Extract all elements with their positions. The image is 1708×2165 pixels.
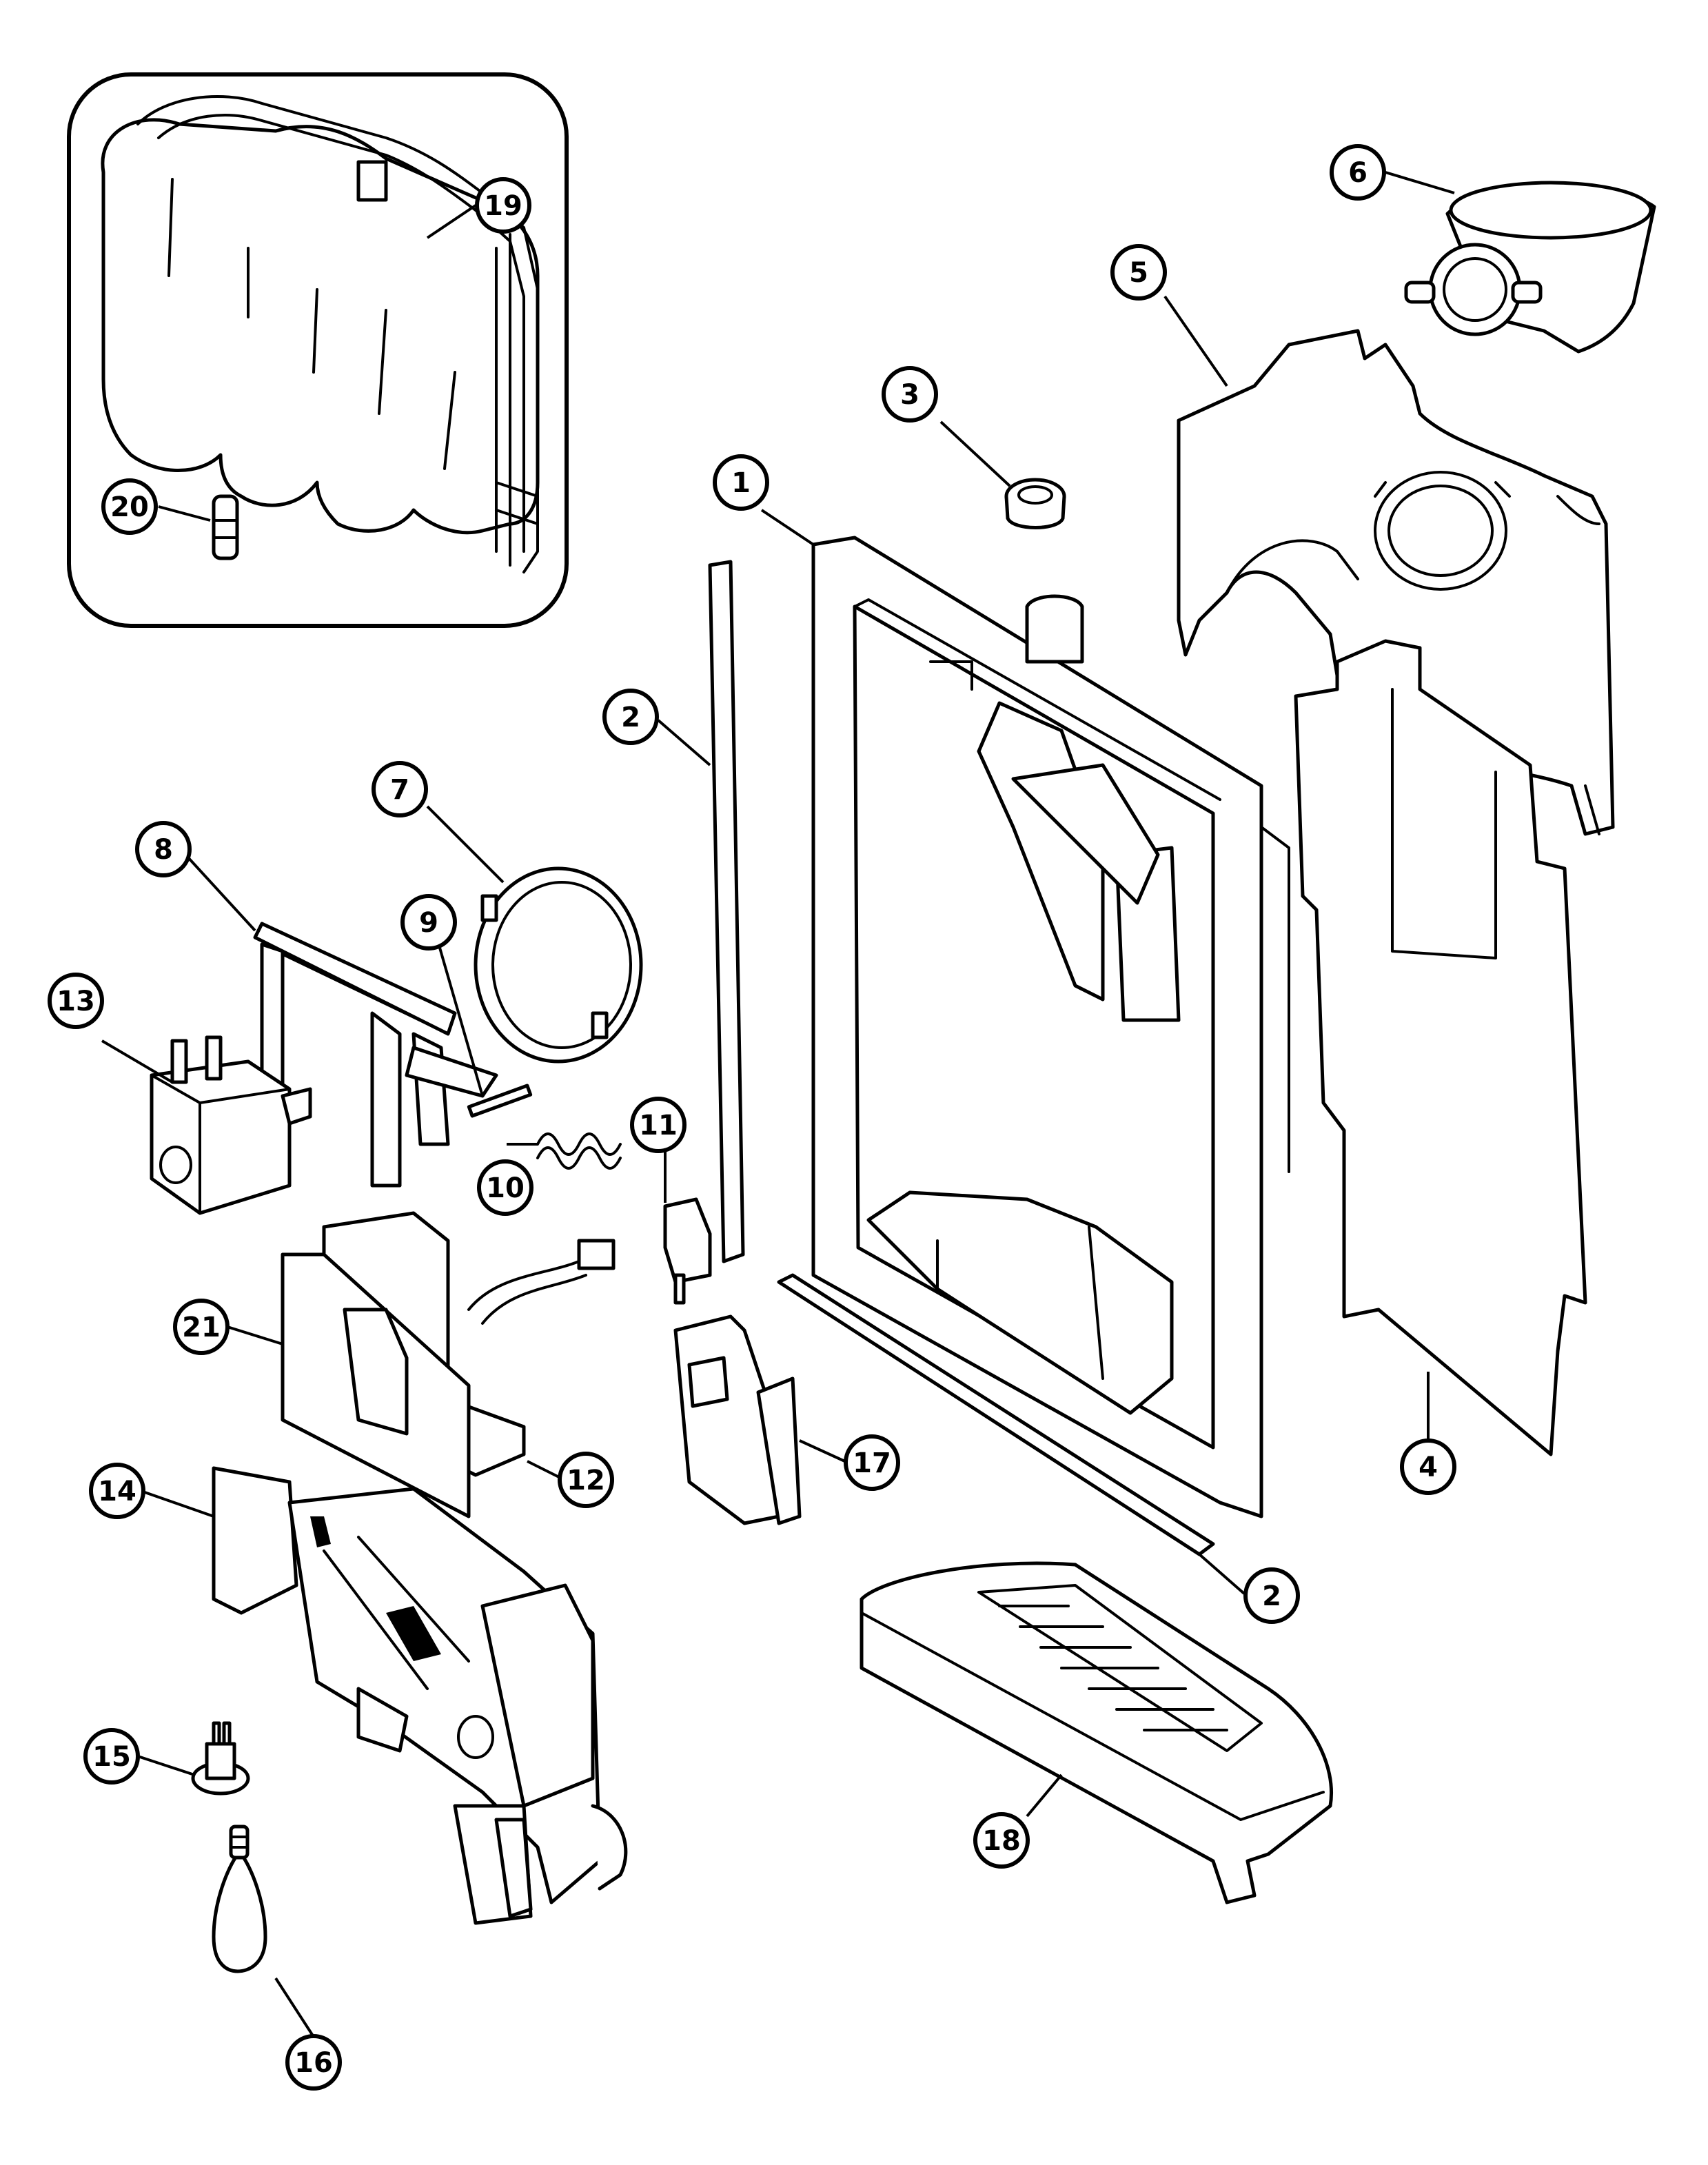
leader-2b xyxy=(1198,1553,1246,1595)
callout-14: 14 xyxy=(89,1463,145,1519)
svg-text:5: 5 xyxy=(1129,257,1148,289)
callout-2-bottom: 2 xyxy=(1243,1567,1300,1624)
part-16-bulb xyxy=(212,1825,267,1973)
svg-text:16: 16 xyxy=(294,2047,333,2079)
part-18-drip-tray xyxy=(860,1561,1333,1904)
leader-14 xyxy=(144,1491,214,1518)
callout-2-top: 2 xyxy=(602,689,659,745)
part-19-coil xyxy=(101,95,540,573)
part-10-spring xyxy=(536,1132,622,1170)
leader-1 xyxy=(760,509,815,546)
leader-7 xyxy=(426,805,505,884)
part-2-horizontal-strip xyxy=(777,1273,1215,1556)
callout-10: 10 xyxy=(477,1159,533,1216)
part-3-plug xyxy=(1004,478,1066,529)
leader-21 xyxy=(227,1325,283,1345)
callout-17: 17 xyxy=(844,1434,900,1491)
svg-text:3: 3 xyxy=(900,379,919,411)
part-5-liner xyxy=(1177,329,1615,836)
callout-13: 13 xyxy=(48,973,104,1029)
callout-8: 8 xyxy=(135,821,192,877)
svg-text:7: 7 xyxy=(390,774,409,806)
svg-text:17: 17 xyxy=(853,1447,891,1479)
part-4-insulation xyxy=(1294,639,1587,1456)
svg-text:13: 13 xyxy=(57,986,95,1017)
leader-15 xyxy=(137,1755,195,1776)
leader-20 xyxy=(158,505,211,522)
leader-3 xyxy=(939,420,1011,487)
part-21-overlay-panel xyxy=(281,1252,471,1518)
leader-12 xyxy=(527,1460,562,1480)
svg-text:14: 14 xyxy=(98,1476,136,1507)
leader-18 xyxy=(1026,1773,1063,1818)
svg-text:6: 6 xyxy=(1348,157,1368,189)
leader-17 xyxy=(799,1439,848,1464)
part-1-housing xyxy=(811,536,1290,1518)
svg-text:10: 10 xyxy=(486,1172,525,1204)
svg-text:19: 19 xyxy=(484,190,522,222)
callout-15: 15 xyxy=(83,1728,140,1785)
callout-21: 21 xyxy=(173,1299,230,1355)
callout-19: 19 xyxy=(475,177,531,234)
leader-2a xyxy=(657,719,711,766)
svg-text:4: 4 xyxy=(1419,1452,1438,1483)
part-7-flap xyxy=(474,866,643,1064)
callout-12: 12 xyxy=(558,1452,614,1508)
part-17-cover xyxy=(673,1314,802,1525)
svg-text:2: 2 xyxy=(621,702,640,733)
svg-text:8: 8 xyxy=(154,834,173,866)
callout-9: 9 xyxy=(400,894,457,951)
callout-11: 11 xyxy=(630,1097,687,1153)
part-9-pin xyxy=(467,1084,533,1118)
callout-18: 18 xyxy=(973,1812,1030,1869)
svg-text:15: 15 xyxy=(92,1741,131,1773)
part-15-knob xyxy=(191,1721,250,1796)
callout-20: 20 xyxy=(101,478,158,535)
callout-6: 6 xyxy=(1330,144,1386,201)
leader-6 xyxy=(1385,171,1455,194)
part-6-chute xyxy=(1404,181,1656,354)
part-14-dispenser-assembly xyxy=(212,1466,628,1925)
svg-text:21: 21 xyxy=(182,1312,221,1343)
part-20-fitting xyxy=(212,494,239,560)
leader-16 xyxy=(274,1977,315,2038)
callout-4: 4 xyxy=(1400,1439,1456,1495)
callout-5: 5 xyxy=(1110,244,1167,301)
callout-3: 3 xyxy=(882,366,938,423)
svg-text:9: 9 xyxy=(419,907,438,939)
leader-19 xyxy=(426,204,477,239)
svg-text:20: 20 xyxy=(110,491,149,523)
leader-5 xyxy=(1163,295,1228,387)
svg-text:2: 2 xyxy=(1262,1580,1281,1612)
callout-16: 16 xyxy=(285,2034,342,2091)
callout-7: 7 xyxy=(372,761,428,817)
part-11-switch xyxy=(663,1197,712,1305)
svg-text:11: 11 xyxy=(639,1110,678,1141)
part-2-vertical-strip xyxy=(708,560,745,1263)
svg-text:1: 1 xyxy=(731,467,751,499)
leader-8 xyxy=(178,846,256,932)
leader-13 xyxy=(101,1039,174,1084)
svg-text:18: 18 xyxy=(982,1825,1021,1857)
svg-text:12: 12 xyxy=(567,1465,605,1496)
part-8-lever xyxy=(253,922,498,1188)
callout-1: 1 xyxy=(713,454,769,511)
part-13-solenoid xyxy=(150,1035,312,1215)
